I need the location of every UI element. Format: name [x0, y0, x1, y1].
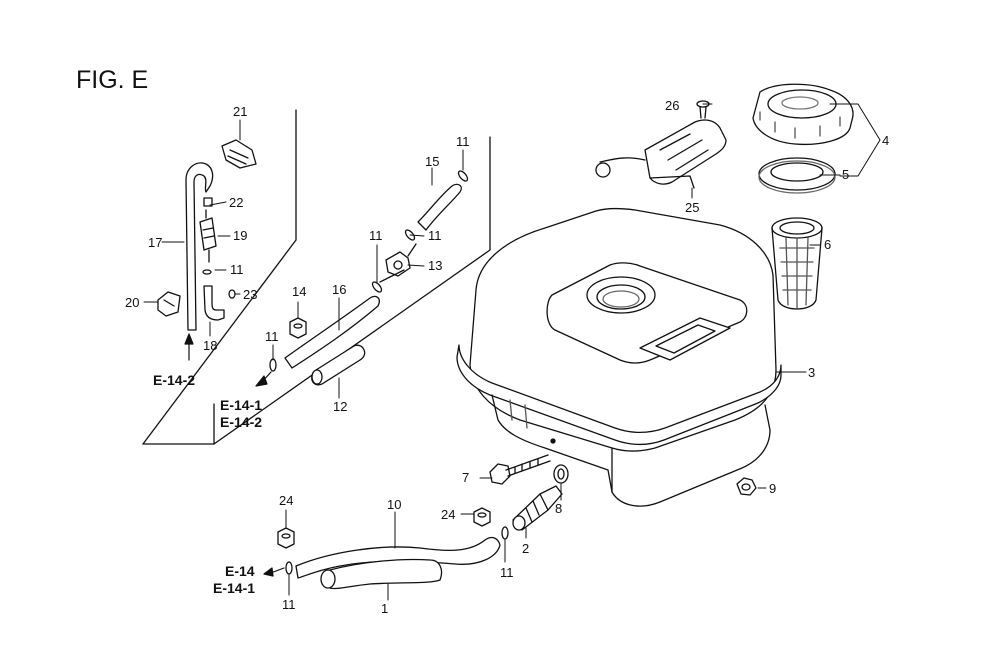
fuel-tube-upper [417, 183, 462, 231]
protector-tube [311, 344, 366, 386]
callout-11-mid-left: 11 [369, 228, 383, 243]
callout-25: 25 [685, 200, 700, 215]
fuel-tube-long [295, 536, 501, 579]
callout-22: 22 [229, 195, 244, 210]
reference-label-e-14: E-14 [225, 563, 255, 579]
hose-clip-lower-left [285, 561, 293, 575]
callout-24-right: 24 [441, 507, 456, 522]
fuel-joint [512, 485, 563, 531]
clip-nut-right [473, 507, 491, 527]
hose-clip-inset-left [269, 358, 277, 372]
hose-clip-inset-top [202, 269, 212, 275]
hose-clip-mid-right [404, 229, 416, 241]
reference-label-e-14-2-left: E-14-2 [153, 372, 196, 388]
grommet [736, 477, 757, 496]
fuel-gauge-plate [595, 119, 727, 189]
callout-11-inset-top: 11 [230, 262, 244, 277]
hose-clip-mid-left [371, 281, 383, 293]
joint-lower [228, 289, 236, 299]
callout-11-inset-left: 11 [265, 329, 279, 344]
callout-3: 3 [808, 365, 816, 380]
callout-7: 7 [462, 470, 470, 485]
cap-seal-ring [758, 157, 836, 194]
callout-15: 15 [425, 154, 440, 169]
callout-18: 18 [203, 338, 218, 353]
callout-13: 13 [428, 258, 443, 273]
callout-11-lower-left: 11 [282, 597, 296, 612]
callout-17: 17 [148, 235, 163, 250]
callout-1: 1 [381, 601, 389, 616]
fuel-filter [199, 209, 217, 263]
callout-10: 10 [387, 497, 402, 512]
figure-title: FIG. E [76, 66, 149, 94]
hose-clip-top-right [457, 170, 469, 182]
callout-8: 8 [555, 501, 563, 516]
callout-23: 23 [243, 287, 258, 302]
reference-arrows [184, 333, 285, 577]
screw [696, 100, 710, 119]
hose-clip-lower-right [501, 526, 509, 540]
fuel-tank [456, 207, 782, 507]
fuel-cock [379, 243, 417, 283]
fuel-tube-inset-long [185, 162, 214, 331]
fuel-strainer [771, 217, 823, 310]
fuel-tube-inset-short [203, 285, 225, 321]
callout-11-top-right: 11 [456, 134, 470, 149]
callout-16: 16 [332, 282, 347, 297]
callout-5: 5 [842, 167, 850, 182]
callout-21: 21 [233, 104, 248, 119]
fuel-tube-middle [284, 295, 380, 369]
callout-14: 14 [292, 284, 307, 299]
fuel-tube-short [320, 558, 443, 590]
callout-12: 12 [333, 399, 348, 414]
callout-6: 6 [824, 237, 832, 252]
clip-nut-inset [289, 317, 307, 339]
callout-9: 9 [769, 481, 777, 496]
reference-label-e-14-1-mid: E-14-1 [220, 397, 263, 413]
joint-upper [203, 197, 213, 207]
inset-frame-lines [142, 109, 491, 445]
callout-24-left: 24 [279, 493, 294, 508]
callout-19: 19 [233, 228, 248, 243]
callout-20: 20 [125, 295, 140, 310]
fuel-cap [752, 83, 854, 146]
tube-clip-lower [157, 291, 181, 317]
flange-bolt [489, 454, 551, 485]
callout-11-lower-right: 11 [500, 565, 514, 580]
callout-2: 2 [522, 541, 530, 556]
callout-11-mid-right: 11 [428, 228, 442, 243]
sealing-washer [553, 464, 569, 484]
leader-lines [143, 103, 881, 601]
tube-clip-upper [221, 139, 257, 169]
callout-26: 26 [665, 98, 680, 113]
reference-label-e-14-2-mid: E-14-2 [220, 414, 263, 430]
callout-4: 4 [882, 133, 890, 148]
clip-nut-left [277, 527, 295, 549]
reference-label-e-14-1-lower: E-14-1 [213, 580, 256, 596]
